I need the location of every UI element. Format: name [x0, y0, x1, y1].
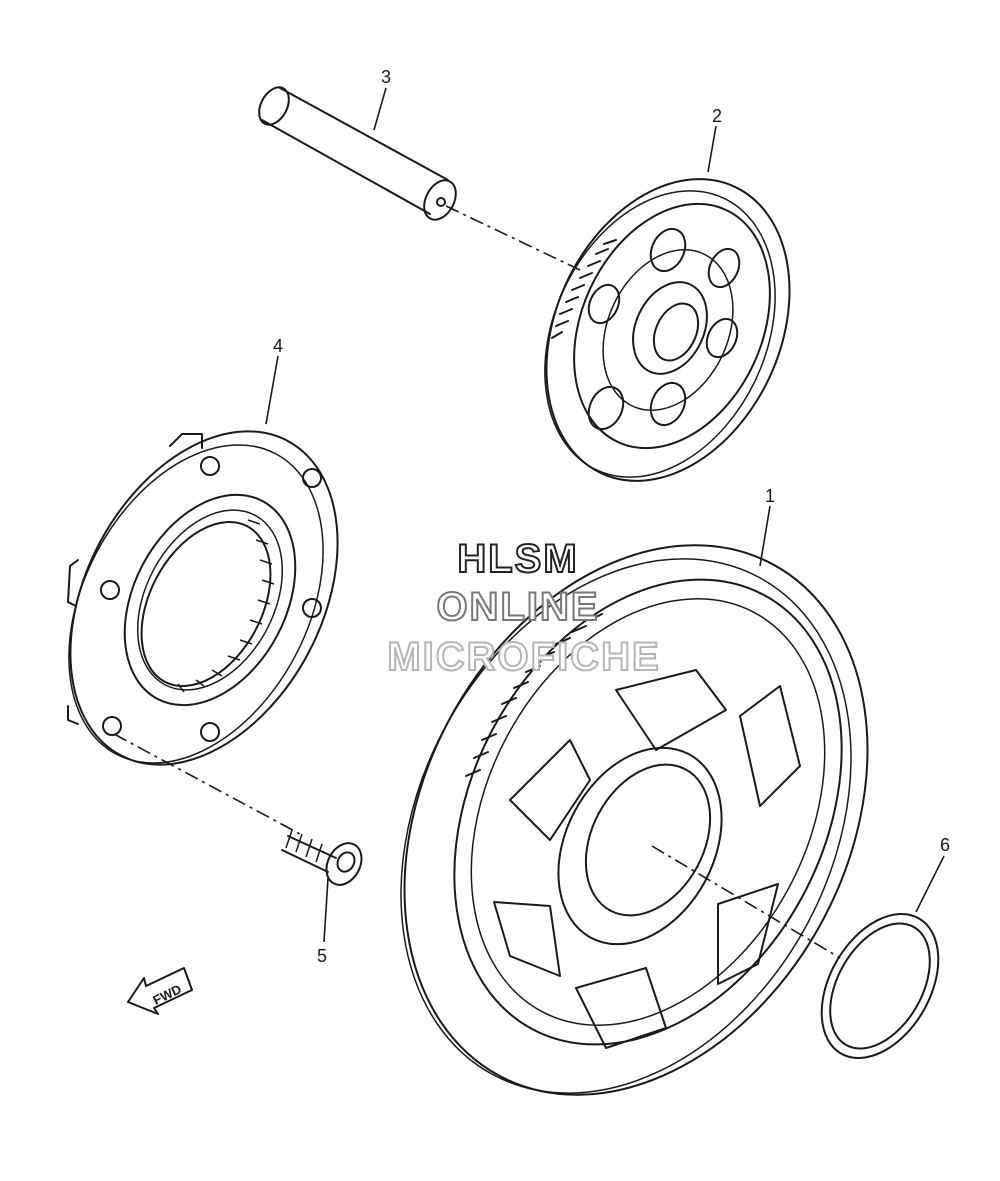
part-5-bolt[interactable] [281, 829, 368, 891]
part-4-starter-clutch[interactable] [16, 385, 392, 810]
watermark-line-1: HLSM [457, 537, 578, 581]
leader-line-5 [323, 877, 329, 943]
axis-line-shaft [445, 205, 581, 271]
watermark: HLSM ONLINE MICROFICHE [386, 536, 660, 680]
axis-line-washer [651, 845, 841, 959]
leader-line-1 [759, 505, 771, 567]
callout-4: 4 [273, 336, 283, 356]
callout-2: 2 [712, 106, 722, 126]
part-6-washer[interactable] [798, 893, 963, 1078]
leader-line-3 [373, 87, 387, 131]
callout-5: 5 [317, 946, 327, 966]
part-2-idler-gear[interactable] [500, 139, 837, 520]
watermark-line-2: ONLINE [436, 585, 599, 629]
leader-line-2 [707, 125, 717, 173]
part-1-starter-wheel-gear[interactable] [312, 464, 960, 1175]
fwd-label: FWD [151, 981, 184, 1007]
leader-line-6 [915, 855, 945, 913]
axis-line-bolt [113, 733, 301, 835]
leader-line-4 [265, 355, 279, 425]
part-3-shaft[interactable] [253, 82, 462, 225]
callout-6: 6 [940, 835, 950, 855]
callout-3: 3 [381, 67, 391, 87]
watermark-line-3: MICROFICHE [387, 635, 660, 679]
fwd-direction-arrow: FWD [127, 967, 193, 1015]
callout-1: 1 [765, 486, 775, 506]
